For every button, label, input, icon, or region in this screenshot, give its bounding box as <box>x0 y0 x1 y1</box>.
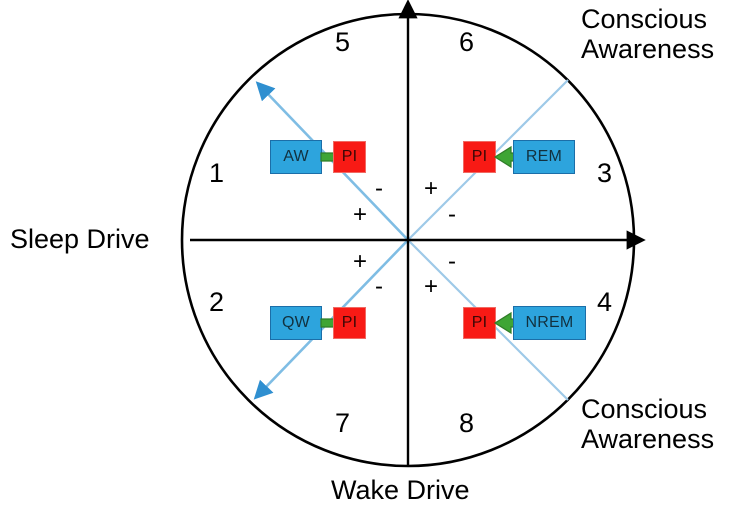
sector-number-2: 2 <box>209 287 225 317</box>
sign-upper-right-inner: - <box>448 201 456 228</box>
node-nrem[interactable]: NREM <box>513 306 586 340</box>
sleep-drive-axis-label: Sleep Drive <box>10 224 150 254</box>
sector-number-8: 8 <box>459 408 475 438</box>
sector-number-4: 4 <box>597 287 613 317</box>
node-rem[interactable]: REM <box>513 140 575 174</box>
conscious-awareness-top-line1: Conscious <box>581 4 708 34</box>
sign-lower-right-inner: - <box>448 248 456 275</box>
sign-upper-left-outer: - <box>375 175 383 202</box>
sector-number-6: 6 <box>459 27 475 57</box>
conscious-awareness-bottom-line2: Awareness <box>581 424 715 455</box>
sign-lower-left-inner: + <box>353 248 368 275</box>
node-pi-quadrant-1[interactable]: PI <box>333 141 366 173</box>
conscious-awareness-top-line2: Awareness <box>581 34 715 65</box>
sign-upper-right-outer: + <box>424 175 439 202</box>
node-qw[interactable]: QW <box>270 306 322 340</box>
sector-number-7: 7 <box>335 408 351 438</box>
conscious-awareness-label-bottom: Conscious Awareness <box>581 394 714 454</box>
node-aw[interactable]: AW <box>270 140 322 174</box>
sector-number-5: 5 <box>335 27 351 57</box>
node-pi-quadrant-3[interactable]: PI <box>463 141 496 173</box>
sector-number-3: 3 <box>597 158 613 188</box>
wake-drive-axis-label: Wake Drive <box>331 475 470 505</box>
sign-upper-left-inner: + <box>353 201 368 228</box>
node-pi-quadrant-2[interactable]: PI <box>333 307 366 339</box>
sign-lower-left-outer: - <box>375 273 383 300</box>
sign-lower-right-outer: + <box>424 273 439 300</box>
conscious-awareness-bottom-line1: Conscious <box>581 394 708 424</box>
sector-number-1: 1 <box>209 158 225 188</box>
node-pi-quadrant-4[interactable]: PI <box>463 307 496 339</box>
conscious-awareness-label-top: Conscious Awareness <box>581 4 714 64</box>
